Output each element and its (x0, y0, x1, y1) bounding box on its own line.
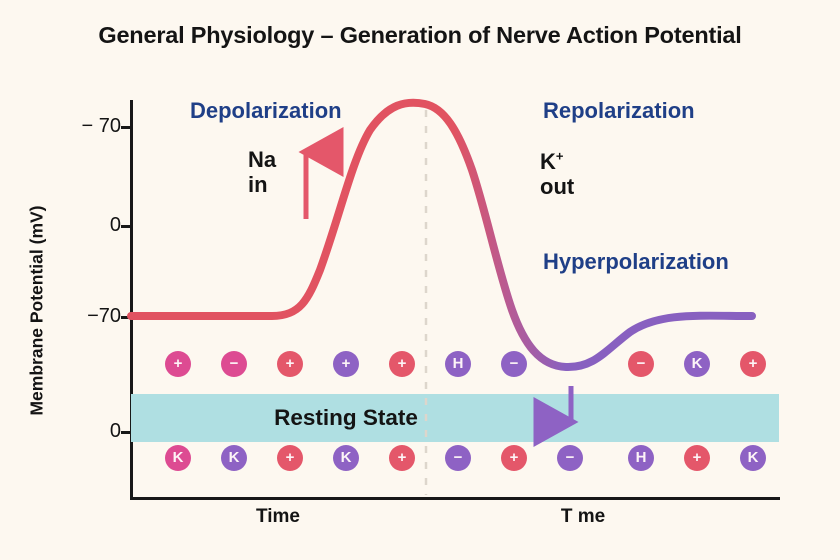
action-potential-curve (127, 98, 756, 372)
ion-glyph: H (452, 355, 464, 372)
label-repolarization: Repolarization (543, 98, 695, 123)
y-tick-label-2: 0 (109, 214, 121, 236)
ion-glyph: − (509, 355, 519, 372)
ion-circle: − (628, 351, 654, 377)
ion-circle: K (333, 445, 359, 471)
y-tick-mark-1 (121, 126, 130, 129)
label-resting-state: Resting State (274, 405, 418, 430)
ion-circle: + (389, 445, 415, 471)
label-depolarization: Depolarization (190, 98, 342, 123)
ion-glyph: K (172, 449, 184, 466)
y-tick-label-1: − 70 (81, 115, 121, 137)
y-tick-mark-3 (121, 316, 130, 319)
ion-glyph: K (747, 449, 759, 466)
y-tick-1: − 70 (40, 114, 121, 138)
ion-glyph: K (228, 449, 240, 466)
ion-circle: + (740, 351, 766, 377)
ion-glyph: + (341, 355, 351, 372)
ion-circle: + (277, 445, 303, 471)
ion-circle: + (684, 445, 710, 471)
ion-glyph: H (635, 449, 647, 466)
x-axis-line (130, 497, 780, 500)
y-tick-label-4: 0 (109, 420, 121, 442)
ion-glyph: + (285, 355, 295, 372)
ion-glyph: K (340, 449, 352, 466)
ion-circle: + (501, 445, 527, 471)
ion-circle: H (445, 351, 471, 377)
ion-glyph: − (453, 449, 463, 466)
ion-glyph: − (565, 449, 575, 466)
y-axis-line (130, 100, 133, 500)
na-ion-text: Na (248, 147, 277, 172)
k-ion-text: K (540, 149, 556, 174)
ion-circle: K (740, 445, 766, 471)
ion-circle: + (389, 351, 415, 377)
ion-glyph: + (692, 449, 702, 466)
k-charge-text: + (555, 148, 564, 164)
label-hyperpolarization: Hyperpolarization (543, 249, 729, 274)
ion-glyph: + (748, 355, 758, 372)
label-k-efflux: K+ out (540, 148, 575, 199)
ion-circle: − (501, 351, 527, 377)
k-direction-text: out (540, 173, 575, 199)
page-title: General Physiology – Generation of Nerve… (98, 22, 742, 48)
y-tick-mark-4 (121, 431, 130, 434)
ion-glyph: − (229, 355, 239, 372)
resting-state-band (131, 394, 779, 442)
ion-circle: − (221, 351, 247, 377)
x-tick-label-1: Time (255, 506, 300, 527)
ion-glyph: + (509, 449, 519, 466)
ion-glyph: + (397, 449, 407, 466)
y-tick-mark-2 (121, 225, 130, 228)
ion-circle: + (165, 351, 191, 377)
ion-circle: K (165, 445, 191, 471)
ion-circle: − (557, 445, 583, 471)
ion-circle: K (221, 445, 247, 471)
y-tick-label-3: −70 (87, 305, 121, 327)
y-tick-2: 0 (40, 213, 121, 237)
ion-glyph: K (691, 355, 703, 372)
ion-circle: H (628, 445, 654, 471)
ion-circle: + (277, 351, 303, 377)
ion-circle: + (333, 351, 359, 377)
y-tick-4: 0 (40, 419, 121, 443)
ion-glyph: + (173, 355, 183, 372)
na-direction-text: in (248, 171, 268, 197)
x-tick-label-2: T me (560, 506, 606, 527)
ion-circle: − (445, 445, 471, 471)
ion-glyph: + (397, 355, 407, 372)
label-na-influx: Na in (248, 147, 277, 197)
ion-glyph: + (285, 449, 295, 466)
y-tick-3: −70 (40, 304, 121, 328)
ion-circle: K (684, 351, 710, 377)
ion-glyph: − (636, 355, 646, 372)
